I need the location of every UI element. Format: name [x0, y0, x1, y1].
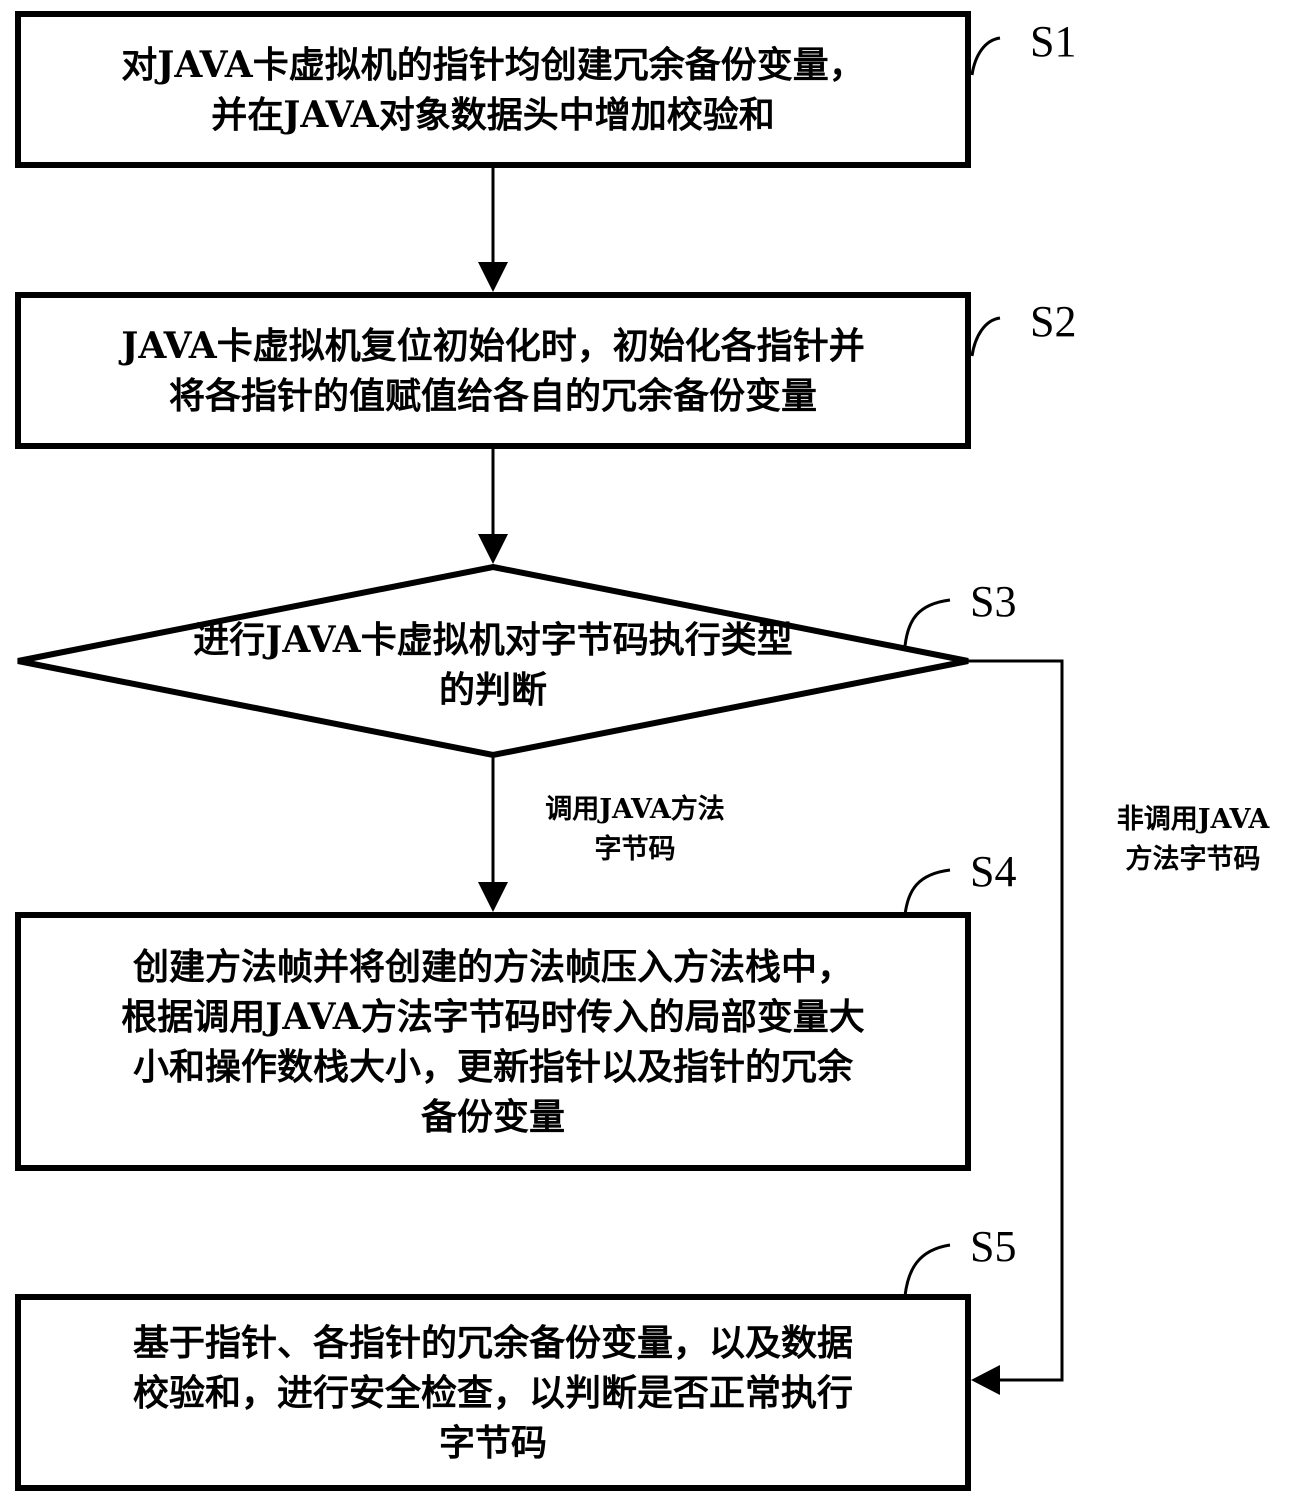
leader-curve-s5 [903, 1243, 951, 1297]
edge-label-line: 字节码 [594, 834, 676, 865]
step-text-line: 字节码 [438, 1421, 547, 1464]
step-label-s4: S4 [970, 847, 1017, 896]
step-text-s3: 进行JAVA卡虚拟机对字节码执行类型 的判断 [100, 610, 886, 720]
step-text-line: JAVA卡虚拟机复位初始化时，初始化各指针并 [121, 324, 865, 367]
step-text-line: 校验和，进行安全检查，以判断是否正常执行 [132, 1371, 853, 1414]
step-label-s3: S3 [970, 577, 1017, 626]
step-text-line: 根据调用JAVA方法字节码时传入的局部变量大 [121, 995, 865, 1038]
arrow-s3-s4 [478, 755, 508, 912]
arrow-s1-s2 [478, 165, 508, 292]
step-text-s5: 基于指针、各指针的冗余备份变量，以及数据 校验和，进行安全检查，以判断是否正常执… [21, 1300, 965, 1485]
edge-label-line: 调用JAVA方法 [545, 794, 725, 825]
leader-curve-s2 [970, 316, 1001, 357]
step-label-s2: S2 [1030, 297, 1077, 346]
edge-label-s3-s5: 非调用JAVA 方法字节码 [1078, 800, 1308, 880]
leader-curve-s3 [903, 598, 951, 647]
arrow-s3-s5 [968, 659, 1064, 1395]
step-text-line: 创建方法帧并将创建的方法帧压入方法栈中， [132, 945, 853, 988]
step-text-s1: 对JAVA卡虚拟机的指针均创建冗余备份变量， 并在JAVA对象数据头中增加校验和 [21, 17, 965, 162]
leader-curve-s1 [970, 36, 1001, 76]
step-box-s1 [15, 11, 971, 168]
step-text-s4: 创建方法帧并将创建的方法帧压入方法栈中， 根据调用JAVA方法字节码时传入的局部… [21, 918, 965, 1165]
step-text-line: 将各指针的值赋值给各自的冗余备份变量 [168, 374, 817, 417]
step-box-s5 [15, 1294, 971, 1491]
step-text-line: 小和操作数栈大小，更新指针以及指针的冗余 [132, 1045, 853, 1088]
step-text-line: 备份变量 [420, 1095, 565, 1138]
step-box-s2 [15, 292, 971, 449]
step-text-s2: JAVA卡虚拟机复位初始化时，初始化各指针并 将各指针的值赋值给各自的冗余备份变… [21, 298, 965, 443]
step-text-line: 对JAVA卡虚拟机的指针均创建冗余备份变量， [121, 43, 865, 86]
step-text-line: 基于指针、各指针的冗余备份变量，以及数据 [132, 1321, 853, 1364]
step-label-s5: S5 [970, 1222, 1017, 1271]
edge-label-line: 非调用JAVA [1116, 804, 1270, 835]
step-text-line: 并在JAVA对象数据头中增加校验和 [211, 93, 775, 136]
step-text-line: 的判断 [438, 669, 547, 711]
edge-label-s3-s4: 调用JAVA方法 字节码 [505, 790, 765, 870]
step-box-s4 [15, 912, 971, 1171]
edge-label-line: 方法字节码 [1125, 844, 1261, 875]
arrow-s2-s3 [478, 446, 508, 564]
leader-curve-s4 [903, 868, 951, 916]
step-label-s1: S1 [1030, 17, 1077, 66]
step-text-line: 进行JAVA卡虚拟机对字节码执行类型 [193, 619, 793, 661]
